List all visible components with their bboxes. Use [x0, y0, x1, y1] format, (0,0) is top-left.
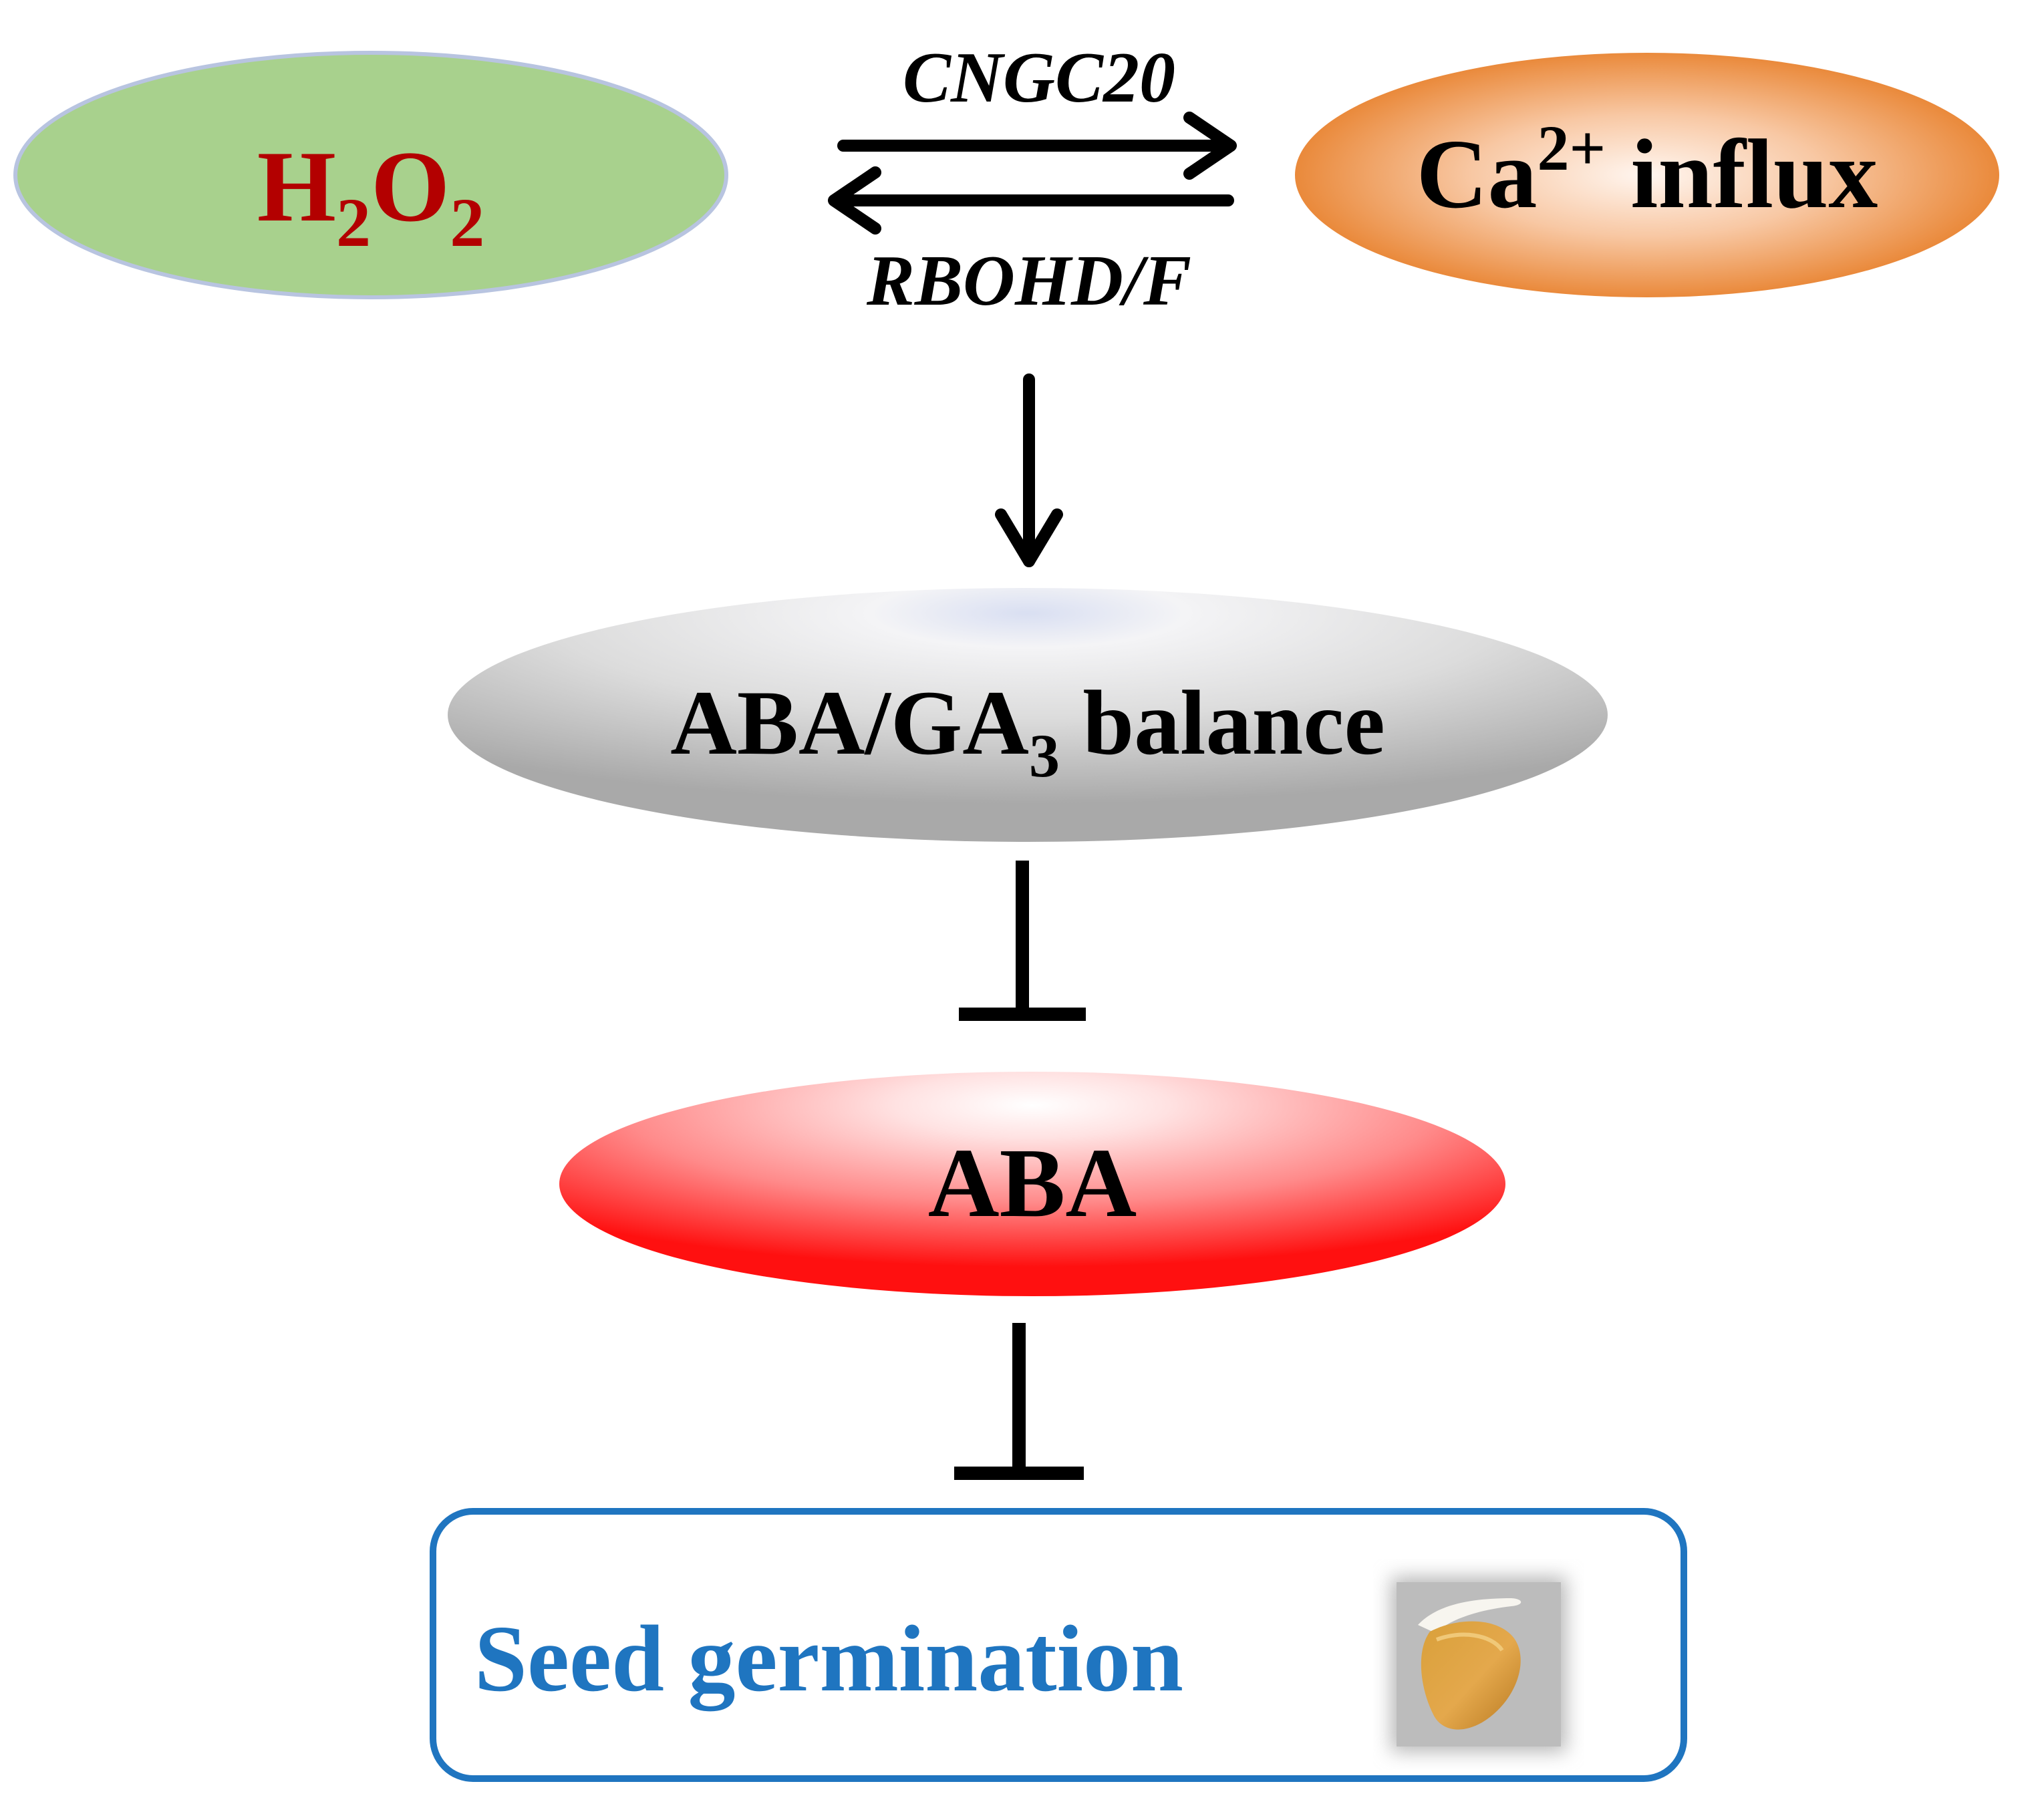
aba-ellipse — [559, 1072, 1505, 1296]
ca-sup: 2+ — [1538, 112, 1606, 184]
down-arrow — [995, 373, 1063, 567]
seed-germination-box — [430, 1508, 1687, 1782]
balance-base: ABA/GA — [670, 671, 1029, 774]
balance-sub: 3 — [1029, 722, 1060, 790]
h2o2-ellipse — [13, 51, 728, 299]
aba-node: ABA — [559, 1072, 1505, 1296]
ca-influx-node: Ca2+ influx — [1295, 53, 1999, 297]
h2o2-base-o: O — [371, 130, 450, 243]
aba-ga3-balance-label: ABA/GA3 balance — [670, 671, 1385, 790]
h2o2-sub-1: 2 — [336, 184, 371, 261]
ca-rest: influx — [1606, 120, 1878, 229]
cngc20-label: CNGC20 — [903, 38, 1175, 118]
ca-influx-ellipse — [1295, 53, 1999, 297]
forward-arrow — [837, 112, 1237, 180]
inhibition-bar-2 — [954, 1323, 1084, 1480]
aba-label: ABA — [928, 1128, 1137, 1238]
aba-ga3-balance-node: ABA/GA3 balance — [448, 588, 1608, 842]
aba-ga3-balance-ellipse — [448, 588, 1608, 842]
h2o2-label: H2O2 — [257, 130, 484, 261]
backward-arrow — [828, 166, 1234, 235]
ca-base: Ca — [1417, 120, 1538, 229]
h2o2-node: H2O2 — [13, 51, 728, 299]
inhibition-bar-1 — [959, 861, 1086, 1021]
seed-germination-node: Seed germination — [430, 1508, 1687, 1782]
rbohd-f-label: RBOHD/F — [866, 241, 1191, 321]
germinating-seed-image — [1391, 1577, 1566, 1752]
seed-germination-label: Seed germination — [474, 1606, 1183, 1711]
h2o2-base-h: H — [257, 130, 336, 243]
ca-influx-label: Ca2+ influx — [1417, 112, 1878, 229]
h2o2-sub-2: 2 — [450, 184, 484, 261]
balance-rest: balance — [1060, 671, 1385, 774]
